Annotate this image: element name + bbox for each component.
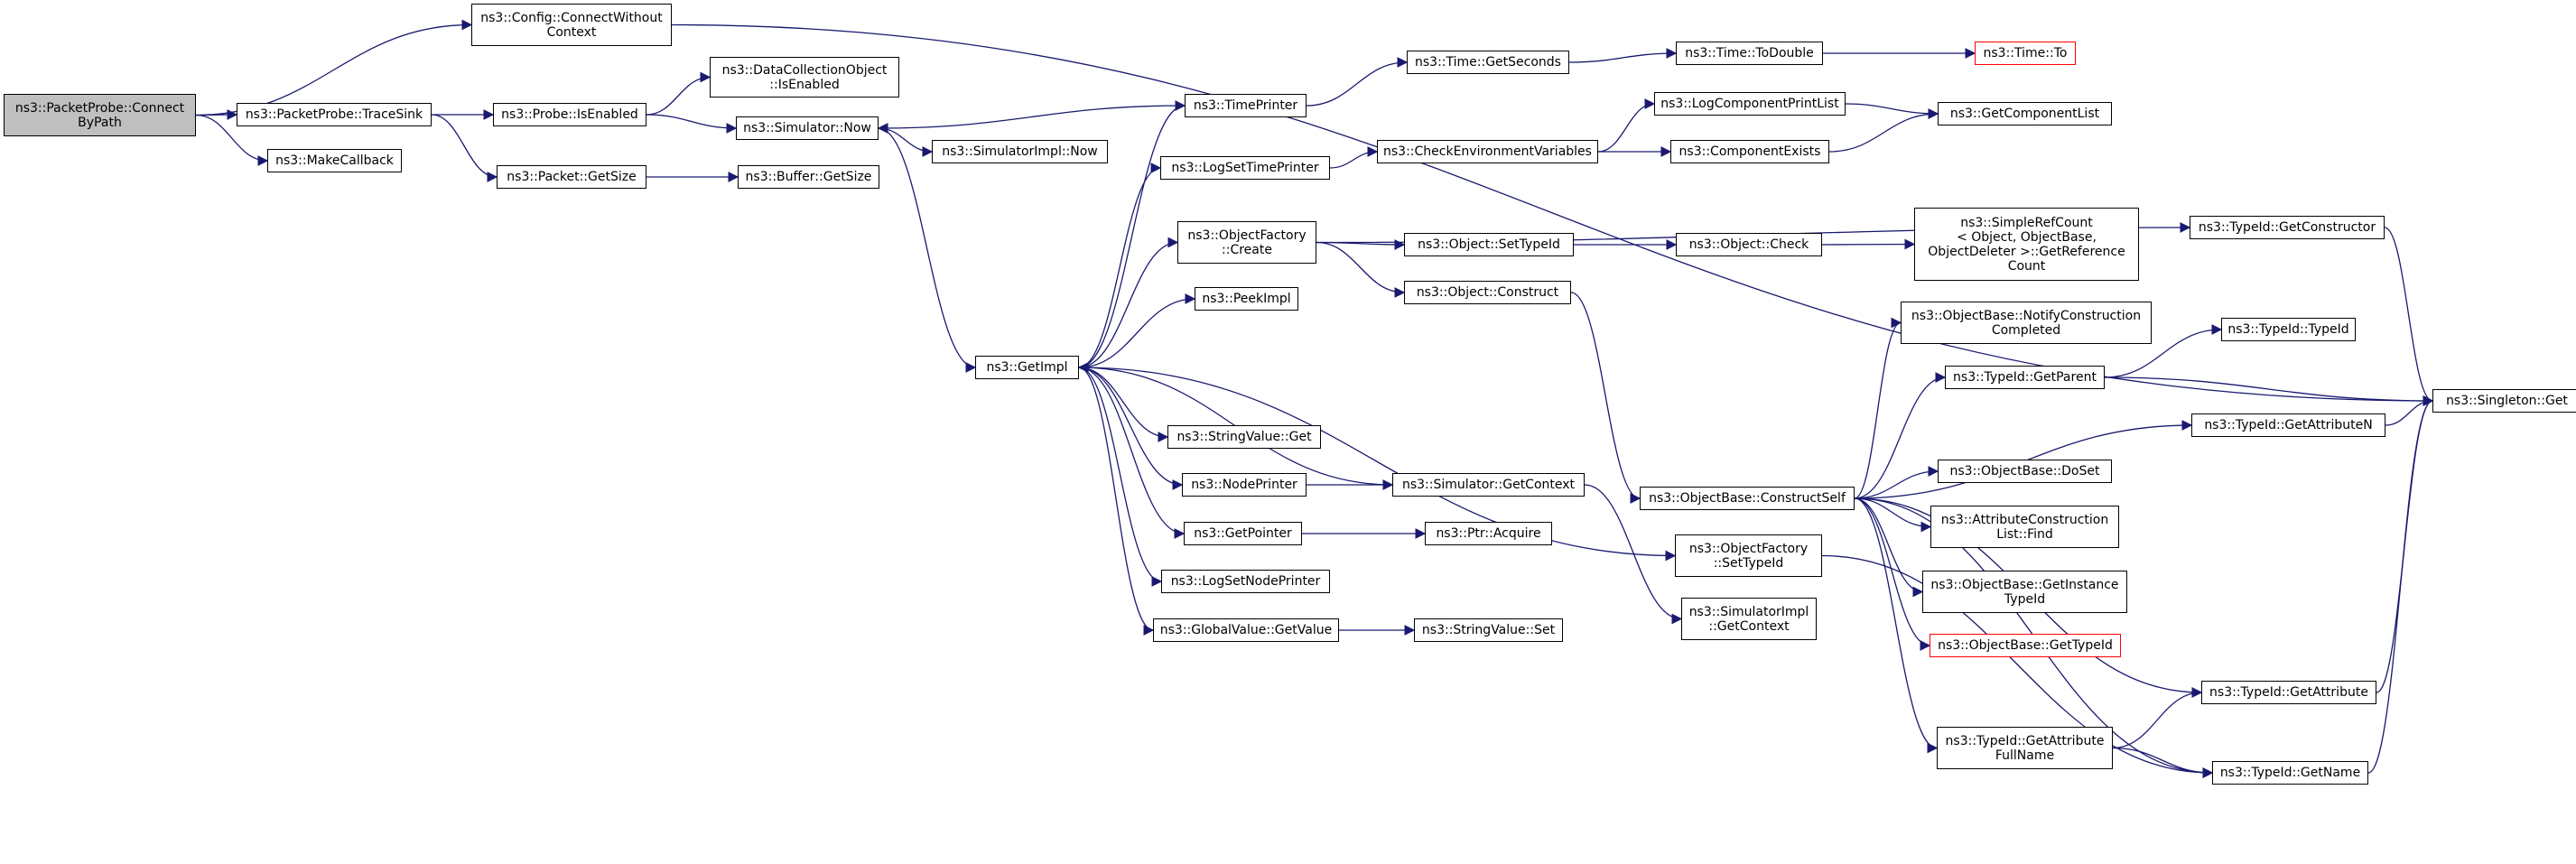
node-objectbase-constructself[interactable]: ns3::ObjectBase::ConstructSelf	[1640, 487, 1855, 510]
node-objectbase-getinstancetypeid[interactable]: ns3::ObjectBase::GetInstance TypeId	[1922, 571, 2127, 613]
node-simulator-getcontext[interactable]: ns3::Simulator::GetContext	[1392, 473, 1585, 497]
node-datacollectionobject-isenabled[interactable]: ns3::DataCollectionObject ::IsEnabled	[710, 57, 899, 98]
call-edge-typeid_getattrfullname-to-typeid_getname	[2112, 747, 2214, 778]
call-edge-getimpl-to-timeprinter	[1078, 100, 1186, 368]
node-typeid-getconstructor[interactable]: ns3::TypeId::GetConstructor	[2190, 216, 2385, 239]
call-edge-typeid_getparent-to-singleton_get	[2104, 376, 2434, 406]
node-packet-getsize[interactable]: ns3::Packet::GetSize	[497, 165, 646, 189]
node-config-connectwithoutcontext[interactable]: ns3::Config::ConnectWithout Context	[471, 4, 672, 46]
call-edge-typeid_getname-to-singleton_get	[2367, 395, 2434, 774]
node-typeid-getname[interactable]: ns3::TypeId::GetName	[2212, 761, 2368, 785]
call-edge-ob_constructself-to-ob_doset	[1854, 466, 1939, 499]
node-getimpl[interactable]: ns3::GetImpl	[975, 356, 1079, 379]
call-edge-object_construct-to-ob_constructself	[1570, 292, 1641, 504]
call-edge-checkenv-to-logcompprintlist	[1597, 98, 1656, 153]
node-typeid-getattribute[interactable]: ns3::TypeId::GetAttribute	[2201, 681, 2376, 704]
call-edge-getimpl-to-logsettimeprinter	[1078, 163, 1162, 368]
node-checkenvironmentvariables[interactable]: ns3::CheckEnvironmentVariables	[1377, 140, 1598, 163]
call-edge-ob_constructself-to-ob_notify	[1854, 317, 1902, 499]
node-objectbase-gettypeid[interactable]: ns3::ObjectBase::GetTypeId	[1930, 634, 2121, 657]
call-edge-root-to-trace_sink	[195, 109, 238, 120]
call-edge-getimpl-to-peekimpl	[1078, 293, 1196, 368]
call-edge-typeid_getparent-to-typeid_typeid	[2104, 324, 2223, 378]
call-edge-timeprinter-to-sim_now	[877, 105, 1186, 134]
call-edge-probe_isenabled-to-dco_isenabled	[646, 71, 711, 116]
call-edge-ob_constructself-to-acl_find	[1854, 497, 1932, 533]
call-edge-time_getseconds-to-time_todouble	[1568, 48, 1678, 63]
node-simulator-now[interactable]: ns3::Simulator::Now	[736, 116, 879, 140]
node-objectbase-doset[interactable]: ns3::ObjectBase::DoSet	[1938, 460, 2112, 483]
call-edge-typeid_getconstructor-to-singleton_get	[2384, 227, 2434, 406]
node-object-construct[interactable]: ns3::Object::Construct	[1404, 281, 1571, 304]
node-nodeprinter[interactable]: ns3::NodePrinter	[1182, 473, 1307, 497]
node-objectfactory-settypeid[interactable]: ns3::ObjectFactory ::SetTypeId	[1675, 534, 1822, 577]
call-edge-trace_sink-to-packet_getsize	[431, 114, 498, 182]
call-edge-logsettimeprinter-to-checkenv	[1329, 146, 1379, 169]
call-edge-root-to-make_callback	[195, 114, 269, 166]
call-edge-compexists-to-getcomplist	[1828, 108, 1939, 153]
call-edge-ob_constructself-to-ob_gettypeid	[1854, 497, 1931, 651]
call-edge-typeid_getattrfullname-to-typeid_getattribute	[2112, 687, 2203, 749]
node-peekimpl[interactable]: ns3::PeekImpl	[1195, 287, 1298, 311]
node-time-getseconds[interactable]: ns3::Time::GetSeconds	[1407, 51, 1569, 74]
node-objectbase-notifyconstructioncompleted[interactable]: ns3::ObjectBase::NotifyConstruction Comp…	[1901, 302, 2152, 344]
node-time-todouble[interactable]: ns3::Time::ToDouble	[1676, 42, 1823, 65]
call-edge-of_create-to-object_construct	[1316, 241, 1406, 298]
node-simplerefcount-getreferencecount[interactable]: ns3::SimpleRefCount < Object, ObjectBase…	[1914, 208, 2139, 281]
node-singleton-get[interactable]: ns3::Singleton::Get	[2432, 389, 2576, 413]
call-edge-object_check-to-simplerefcount	[1821, 238, 1916, 250]
node-stringvalue-get[interactable]: ns3::StringValue::Get	[1167, 425, 1321, 449]
node-packetprobe-tracesink[interactable]: ns3::PacketProbe::TraceSink	[237, 103, 432, 126]
call-edge-config_connect-to-singleton_get	[671, 23, 2434, 406]
call-edge-getimpl-to-nodeprinter	[1078, 367, 1184, 490]
node-simulatorimpl-now[interactable]: ns3::SimulatorImpl::Now	[932, 140, 1108, 163]
call-edge-of_settypeid-to-typeid_getname	[1821, 554, 2214, 778]
node-getpointer[interactable]: ns3::GetPointer	[1184, 522, 1302, 545]
call-edge-getimpl-to-globalvalue_getvalue	[1078, 367, 1155, 636]
node-ptr-acquire[interactable]: ns3::Ptr::Acquire	[1425, 522, 1552, 545]
node-globalvalue-getvalue[interactable]: ns3::GlobalValue::GetValue	[1153, 618, 1339, 642]
call-edge-sim_now-to-getimpl	[878, 127, 977, 373]
node-time-to[interactable]: ns3::Time::To	[1975, 42, 2076, 65]
call-edge-timeprinter-to-time_getseconds	[1306, 57, 1409, 107]
call-edge-getimpl-to-logsetnodeprinter	[1078, 367, 1163, 587]
call-edge-sim_getcontext-to-simimpl_getcontext	[1584, 484, 1683, 625]
node-stringvalue-set[interactable]: ns3::StringValue::Set	[1414, 618, 1563, 642]
node-objectfactory-create[interactable]: ns3::ObjectFactory ::Create	[1177, 221, 1316, 264]
call-edge-getimpl-to-of_create	[1078, 237, 1179, 368]
node-typeid-getparent[interactable]: ns3::TypeId::GetParent	[1945, 366, 2105, 389]
node-timeprinter[interactable]: ns3::TimePrinter	[1185, 94, 1307, 117]
node-attributeconstructionlist-find[interactable]: ns3::AttributeConstruction List::Find	[1930, 506, 2119, 548]
node-getcomponentlist[interactable]: ns3::GetComponentList	[1938, 102, 2112, 125]
node-logcomponentprintlist[interactable]: ns3::LogComponentPrintList	[1654, 92, 1846, 116]
call-edge-logcompprintlist-to-getcomplist	[1845, 103, 1939, 119]
node-object-settypeid[interactable]: ns3::Object::SetTypeId	[1404, 233, 1574, 256]
node-componentexists[interactable]: ns3::ComponentExists	[1670, 140, 1829, 163]
node-logsettimeprinter[interactable]: ns3::LogSetTimePrinter	[1160, 156, 1330, 180]
node-typeid-getattributen[interactable]: ns3::TypeId::GetAttributeN	[2191, 413, 2385, 437]
node-object-check[interactable]: ns3::Object::Check	[1676, 233, 1822, 256]
node-simulatorimpl-getcontext[interactable]: ns3::SimulatorImpl ::GetContext	[1681, 598, 1817, 640]
node-root-packetprobe-connectbypath: ns3::PacketProbe::Connect ByPath	[4, 94, 196, 136]
call-edge-typeid_getattributen-to-singleton_get	[2385, 395, 2434, 426]
call-edge-ob_constructself-to-typeid_getattrfullname	[1854, 497, 1939, 754]
call-edge-probe_isenabled-to-sim_now	[646, 114, 738, 134]
call-edge-getimpl-to-getpointer	[1078, 367, 1186, 539]
call-edge-ob_constructself-to-typeid_getparent	[1854, 372, 1947, 499]
node-probe-isenabled[interactable]: ns3::Probe::IsEnabled	[493, 103, 646, 126]
node-typeid-typeid[interactable]: ns3::TypeId::TypeId	[2221, 318, 2356, 341]
node-logsetnodeprinter[interactable]: ns3::LogSetNodePrinter	[1161, 570, 1330, 593]
node-makecallback[interactable]: ns3::MakeCallback	[267, 149, 402, 172]
call-edge-root-to-config_connect	[195, 19, 473, 116]
node-buffer-getsize[interactable]: ns3::Buffer::GetSize	[738, 165, 879, 189]
node-typeid-getattributefullname[interactable]: ns3::TypeId::GetAttribute FullName	[1937, 727, 2113, 769]
call-edge-getimpl-to-of_settypeid	[1078, 367, 1677, 562]
